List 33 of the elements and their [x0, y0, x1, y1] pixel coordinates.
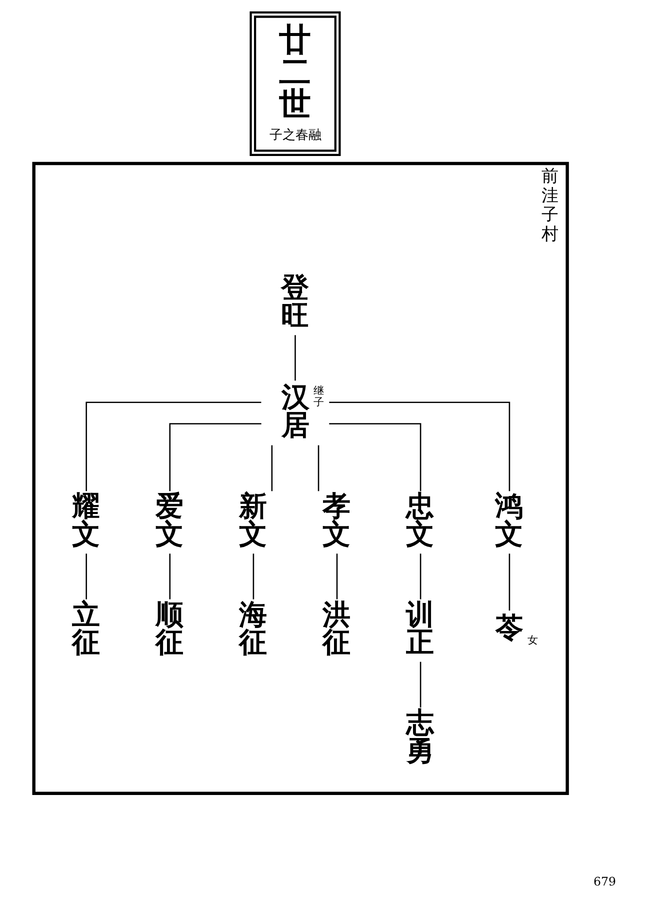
- node-text: 新文: [238, 490, 267, 551]
- node-text: 海征: [238, 598, 267, 659]
- connector: [294, 335, 296, 381]
- node-text: 登旺: [280, 271, 309, 332]
- node-text: 耀文: [72, 490, 100, 551]
- node-text: 爱文: [155, 490, 184, 551]
- label: 679: [594, 874, 616, 888]
- connector: [508, 554, 510, 611]
- node-text: 忠文: [406, 490, 434, 551]
- node-text: 立征: [72, 598, 100, 659]
- node-label: 继子: [313, 384, 324, 409]
- connector: [329, 423, 422, 492]
- node-text: 汉居: [281, 380, 310, 442]
- connector: [318, 445, 320, 492]
- node-text: 洪征: [322, 598, 351, 659]
- node-text: 训正: [406, 598, 434, 659]
- connector: [336, 554, 338, 600]
- connector: [252, 554, 254, 600]
- node-box: 廿二世 子之春融: [250, 11, 341, 156]
- node-text: 鸿文: [494, 490, 523, 551]
- connector: [169, 554, 171, 600]
- connector: [329, 402, 510, 492]
- connector: [271, 445, 273, 492]
- connector: [86, 402, 262, 492]
- node-text: 苓: [496, 610, 524, 644]
- connector: [86, 554, 87, 600]
- connector: [420, 554, 422, 600]
- node-text: 孝文: [322, 490, 351, 551]
- node-text: 志勇: [406, 706, 434, 767]
- connector: [169, 423, 262, 492]
- node-label: 女: [528, 633, 539, 646]
- connector: [420, 662, 422, 708]
- node-text: 顺征: [155, 598, 184, 659]
